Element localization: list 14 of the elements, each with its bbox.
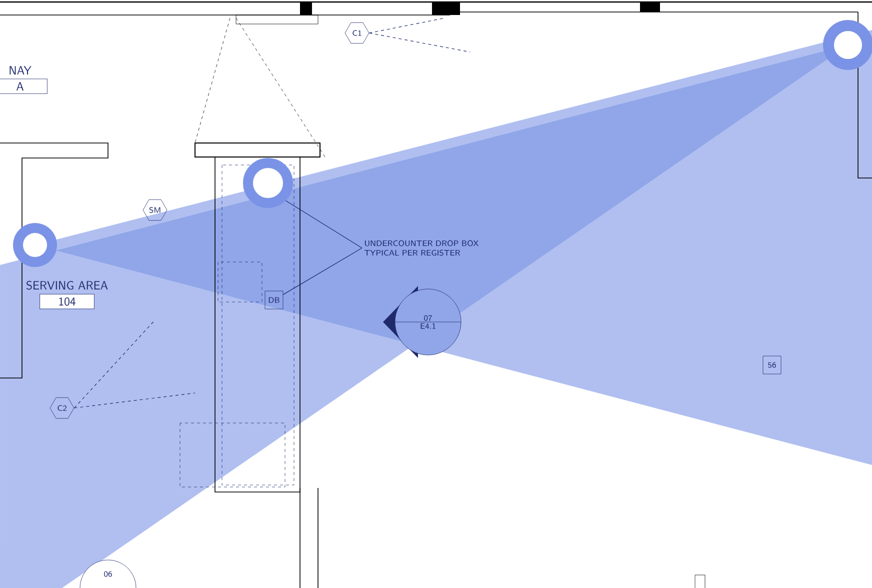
tag-box: DB xyxy=(264,290,284,310)
room-label: NAY A xyxy=(0,66,48,94)
tag-hexagon: SM xyxy=(142,199,168,221)
leader-line xyxy=(282,248,362,295)
leader-line xyxy=(368,18,446,34)
leader-line xyxy=(368,32,470,52)
tag-hexagon: C2 xyxy=(50,397,74,419)
tag-hexagon: C1 xyxy=(344,22,370,44)
leader-line xyxy=(74,392,196,408)
camera-drawing xyxy=(243,158,293,208)
room-label: SERVING AREA 104 xyxy=(26,280,108,310)
leader-line xyxy=(74,320,156,408)
note-text: UNDERCOUNTER DROP BOX TYPICAL PER REGISTER xyxy=(364,240,479,256)
tag-box: 56 xyxy=(762,356,782,374)
